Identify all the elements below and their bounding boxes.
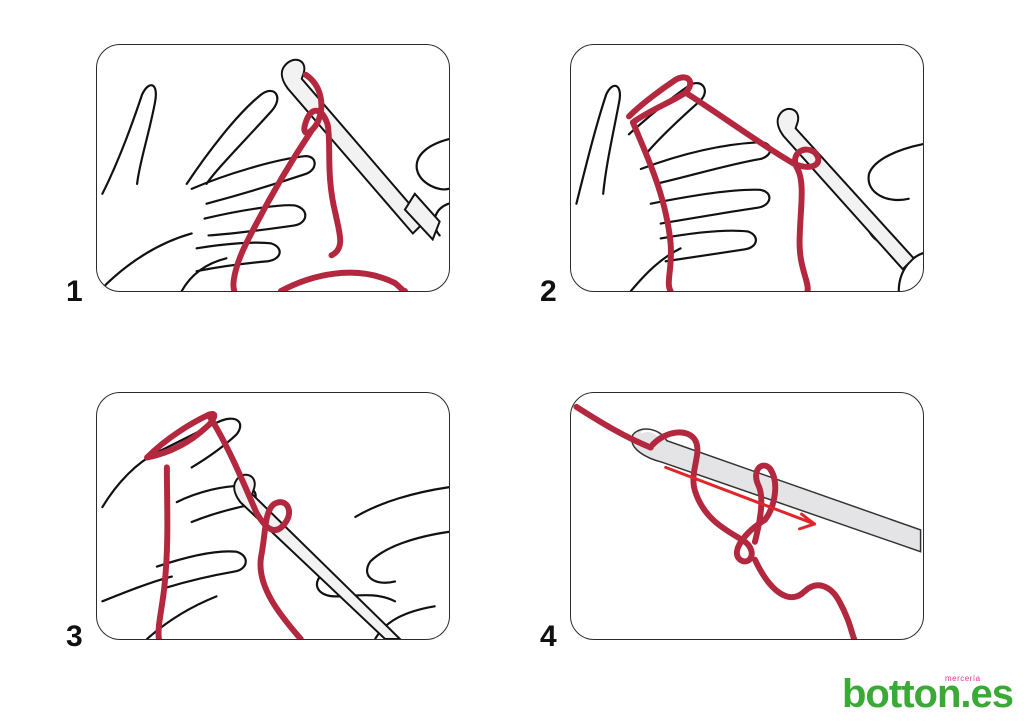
step-4-panel	[570, 392, 924, 640]
step-3-panel	[96, 392, 450, 640]
logo-subtext: mercería	[945, 674, 981, 683]
step-4-illustration	[573, 403, 922, 639]
step-number-4: 4	[540, 620, 557, 653]
step-1-illustration	[101, 58, 449, 291]
botton-logo[interactable]: botton.es mercería	[842, 672, 1014, 716]
yarn	[573, 403, 654, 451]
yarn	[625, 74, 694, 126]
step-2-illustration	[575, 74, 923, 291]
step-1-panel	[96, 44, 450, 292]
step-number-1: 1	[66, 275, 83, 308]
step-number-2: 2	[540, 275, 557, 308]
step-2-panel	[570, 44, 924, 292]
hand-outline	[101, 84, 157, 195]
yarn	[301, 71, 344, 259]
crochet-hook	[233, 473, 402, 639]
step-3-illustration	[101, 411, 449, 639]
direction-arrow	[664, 465, 816, 526]
logo-text: botton.es	[842, 672, 1014, 716]
yarn	[144, 411, 218, 461]
step-number-3: 3	[66, 620, 83, 653]
